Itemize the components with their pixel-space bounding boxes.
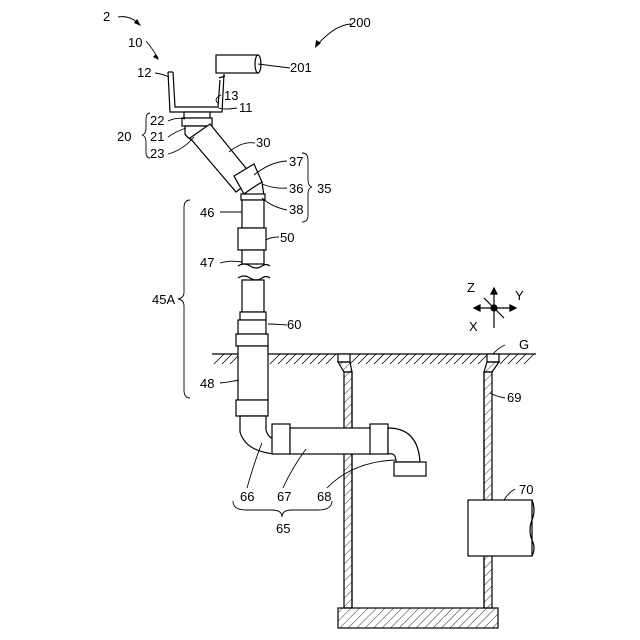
label-23: 23 <box>150 146 164 161</box>
tank-device-70 <box>468 500 534 556</box>
label-68: 68 <box>317 489 331 504</box>
label-36: 36 <box>289 181 303 196</box>
label-65: 65 <box>276 521 290 536</box>
label-11: 11 <box>239 100 253 115</box>
tank-69 <box>338 354 499 628</box>
external-unit-201 <box>216 55 261 73</box>
label-35: 35 <box>317 181 331 196</box>
label-67: 67 <box>277 489 291 504</box>
label-20: 20 <box>117 129 131 144</box>
label-30: 30 <box>256 135 270 150</box>
label-50: 50 <box>280 230 294 245</box>
label-12: 12 <box>137 65 151 80</box>
gutter-10 <box>168 72 225 112</box>
label-45A: 45A <box>152 292 175 307</box>
label-21: 21 <box>150 129 164 144</box>
axis-label-z: Z <box>467 280 475 295</box>
vertical-pipe-45A <box>236 200 270 416</box>
label-66: 66 <box>240 489 254 504</box>
labels: 2 10 12 13 11 20 22 21 23 30 37 36 38 35… <box>103 9 533 536</box>
label-69: 69 <box>507 390 521 405</box>
label-70: 70 <box>519 482 533 497</box>
label-47: 47 <box>200 255 214 270</box>
axis-label-x: X <box>469 319 478 334</box>
axes-symbol <box>474 288 516 328</box>
label-37: 37 <box>289 154 303 169</box>
label-13: 13 <box>224 88 238 103</box>
label-G: G <box>519 337 529 352</box>
label-200: 200 <box>349 15 371 30</box>
pointer-arrows <box>134 19 321 60</box>
label-10: 10 <box>128 35 142 50</box>
label-22: 22 <box>150 113 164 128</box>
label-46: 46 <box>200 205 214 220</box>
label-201: 201 <box>290 60 312 75</box>
label-48: 48 <box>200 376 214 391</box>
axis-label-y: Y <box>515 288 524 303</box>
label-38: 38 <box>289 202 303 217</box>
label-2: 2 <box>103 9 110 24</box>
label-60: 60 <box>287 317 301 332</box>
drain-65 <box>240 416 426 476</box>
